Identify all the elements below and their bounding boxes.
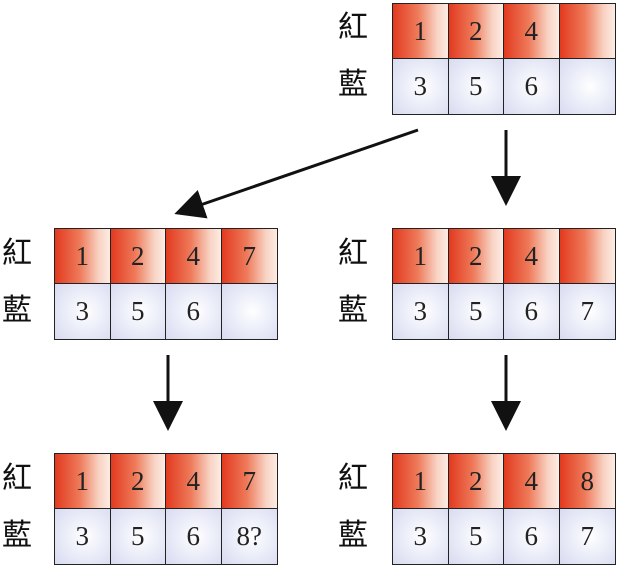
- red-cell: 2: [110, 229, 166, 284]
- label-red-middle-right: 紅: [338, 236, 368, 271]
- state-grid-bottom-right: 1 2 4 8 3 5 6 7: [392, 453, 616, 565]
- red-cell: 1: [393, 454, 449, 509]
- red-cell: 1: [55, 229, 111, 284]
- blue-cell: 6: [504, 59, 560, 114]
- blue-cell: 6: [504, 284, 560, 339]
- red-cell: [559, 229, 615, 284]
- label-red-bottom-left: 紅: [2, 461, 32, 496]
- red-cell: 4: [166, 454, 222, 509]
- red-cell: 1: [55, 454, 111, 509]
- label-red-middle-left: 紅: [2, 236, 32, 271]
- blue-cell: 6: [504, 509, 560, 564]
- blue-cell: 5: [110, 284, 166, 339]
- label-blue-bottom-right: 藍: [338, 518, 368, 553]
- red-cell: 2: [448, 454, 504, 509]
- red-cell: 7: [221, 229, 277, 284]
- state-grid-top: 1 2 4 3 5 6: [392, 3, 616, 115]
- red-cell: 4: [504, 4, 560, 59]
- blue-cell: 5: [448, 59, 504, 114]
- red-cell: 8: [559, 454, 615, 509]
- red-cell: 4: [166, 229, 222, 284]
- label-blue-middle-right: 藍: [338, 293, 368, 328]
- label-blue-top: 藍: [338, 67, 368, 102]
- red-cell: 1: [393, 4, 449, 59]
- blue-cell: 3: [55, 509, 111, 564]
- red-cell: 2: [448, 4, 504, 59]
- red-cell: [559, 4, 615, 59]
- blue-cell: 5: [110, 509, 166, 564]
- label-blue-middle-left: 藍: [2, 293, 32, 328]
- blue-cell: 5: [448, 509, 504, 564]
- blue-cell: 3: [393, 59, 449, 114]
- blue-cell: 7: [559, 509, 615, 564]
- state-grid-bottom-left: 1 2 4 7 3 5 6 8?: [54, 453, 278, 565]
- blue-cell: 5: [448, 284, 504, 339]
- blue-cell: 6: [166, 284, 222, 339]
- blue-cell: 8?: [221, 509, 277, 564]
- label-red-top: 紅: [338, 10, 368, 45]
- red-cell: 2: [110, 454, 166, 509]
- state-grid-middle-right: 1 2 4 3 5 6 7: [392, 228, 616, 340]
- red-cell: 2: [448, 229, 504, 284]
- blue-cell: 7: [559, 284, 615, 339]
- red-cell: 4: [504, 454, 560, 509]
- blue-cell: [221, 284, 277, 339]
- arrow-top-to-middle-left: [174, 128, 419, 219]
- state-grid-middle-left: 1 2 4 7 3 5 6: [54, 228, 278, 340]
- label-blue-bottom-left: 藍: [2, 518, 32, 553]
- red-cell: 1: [393, 229, 449, 284]
- blue-cell: 3: [393, 284, 449, 339]
- blue-cell: 3: [393, 509, 449, 564]
- label-red-bottom-right: 紅: [338, 461, 368, 496]
- blue-cell: 6: [166, 509, 222, 564]
- red-cell: 4: [504, 229, 560, 284]
- red-cell: 7: [221, 454, 277, 509]
- blue-cell: 3: [55, 284, 111, 339]
- blue-cell: [559, 59, 615, 114]
